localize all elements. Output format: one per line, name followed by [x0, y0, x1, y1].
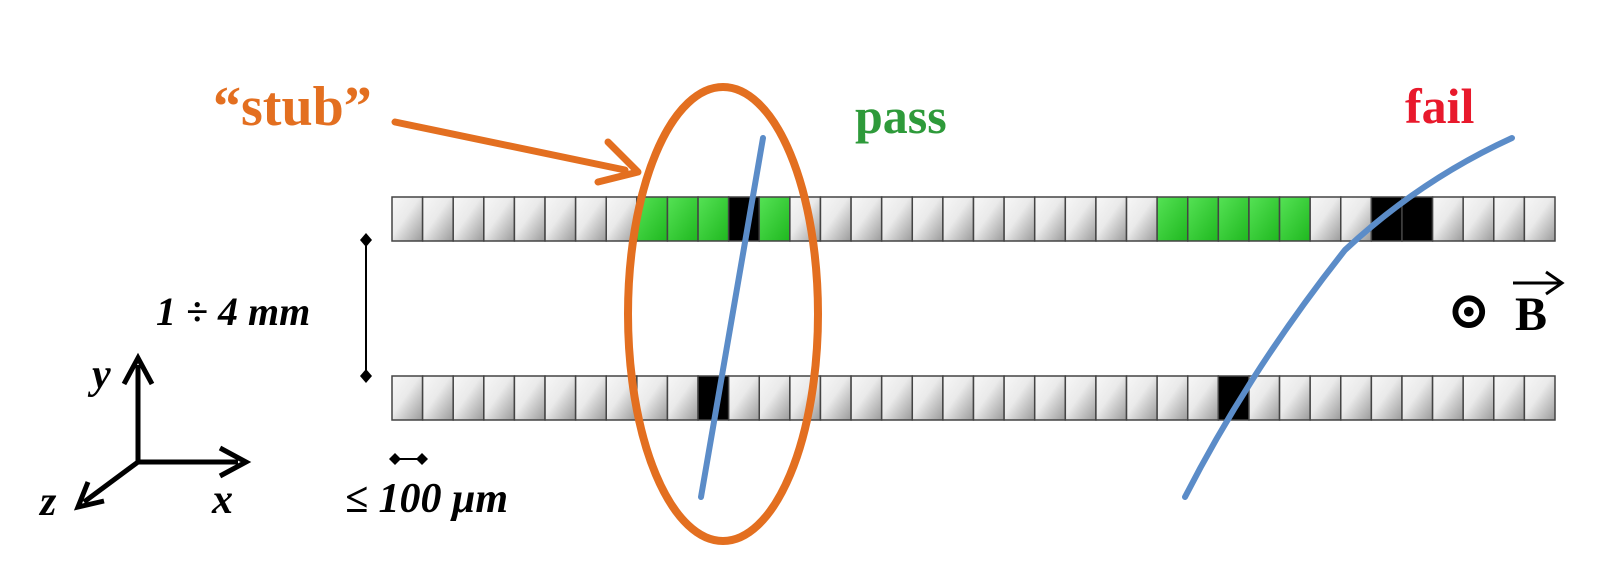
field-vector-arrow-icon — [1513, 270, 1565, 296]
top-layer-strip — [483, 196, 516, 242]
bottom-layer-strip — [1401, 375, 1434, 421]
bottom-layer-strip — [1186, 375, 1220, 421]
bottom-layer-strip — [636, 375, 669, 421]
top-layer-strip — [972, 196, 1005, 242]
top-layer-window-strip — [1248, 196, 1281, 242]
bottom-layer-strip — [758, 375, 791, 421]
bottom-layer-strip — [1523, 375, 1556, 421]
top-layer-strip — [1493, 196, 1526, 242]
axis-x-label: x — [211, 477, 233, 523]
top-layer-window-strip — [697, 196, 730, 242]
bottom-layer-strip — [452, 375, 485, 421]
top-layer-strip — [513, 196, 546, 242]
top-layer-strip — [1095, 196, 1128, 242]
bottom-layer-strip — [1370, 375, 1403, 421]
stub-label: “stub” — [213, 76, 372, 138]
top-layer-strip — [1309, 196, 1342, 242]
top-layer-window-strip — [758, 196, 791, 242]
pass-label: pass — [855, 88, 947, 144]
top-layer-strip — [911, 196, 944, 242]
bottom-layer-strip — [666, 375, 699, 421]
top-layer-strip — [1003, 196, 1036, 242]
bottom-layer-strip — [942, 375, 975, 421]
bottom-layer-strip — [819, 375, 852, 421]
pitch-label: ≤ 100 μm — [345, 476, 508, 522]
bottom-layer-strip — [850, 375, 883, 421]
bottom-layer-strip — [1278, 375, 1311, 421]
bottom-layer-strip — [1033, 375, 1067, 421]
separation-bottom-marker — [360, 369, 372, 383]
axis-z-label: z — [38, 479, 57, 525]
bottom-sensor-layer — [391, 375, 1556, 421]
top-layer-strip — [391, 196, 424, 242]
top-layer-window-strip — [1217, 196, 1250, 242]
bottom-layer-strip — [483, 375, 516, 421]
stub-arrow-head — [594, 138, 642, 186]
axis-y-label: y — [87, 352, 111, 398]
bottom-layer-strip — [911, 375, 944, 421]
top-layer-strip — [942, 196, 975, 242]
bottom-layer-strip — [513, 375, 546, 421]
top-layer-strip — [1125, 196, 1158, 242]
top-layer-window-strip — [666, 196, 699, 242]
top-layer-strip — [850, 196, 883, 242]
top-layer-strip — [819, 196, 852, 242]
top-layer-strip — [1431, 196, 1464, 242]
bottom-layer-strip — [1431, 375, 1464, 421]
field-dot-icon: ⊙ — [1447, 283, 1491, 340]
pass-track — [698, 135, 766, 500]
top-layer-strip — [574, 196, 607, 242]
top-layer-strip — [421, 196, 454, 242]
bottom-layer-strip — [1493, 375, 1526, 421]
field-b-label: B — [1515, 288, 1547, 341]
bottom-layer-strip — [1125, 375, 1158, 421]
bottom-layer-strip — [544, 375, 577, 421]
bottom-layer-strip — [1003, 375, 1036, 421]
stub-ellipse — [624, 83, 822, 545]
bottom-layer-strip — [1340, 375, 1373, 421]
top-layer-strip — [880, 196, 914, 242]
top-layer-strip — [1462, 196, 1495, 242]
bottom-layer-strip — [421, 375, 454, 421]
bottom-layer-strip — [574, 375, 607, 421]
bottom-layer-strip — [1309, 375, 1342, 421]
pitch-left-marker — [389, 453, 401, 465]
top-layer-window-strip — [1278, 196, 1311, 242]
pitch-right-marker — [416, 453, 428, 465]
top-layer-hit-strip — [1401, 196, 1434, 242]
bottom-layer-strip — [1064, 375, 1097, 421]
axes-icon — [73, 352, 252, 511]
bottom-layer-strip — [1095, 375, 1128, 421]
fail-track — [1182, 135, 1515, 500]
bottom-layer-strip — [1462, 375, 1495, 421]
separation-label: 1 ÷ 4 mm — [156, 289, 310, 334]
bottom-layer-strip — [972, 375, 1005, 421]
stub-arrow-shaft — [391, 118, 629, 174]
bottom-layer-strip — [391, 375, 424, 421]
top-layer-strip — [1064, 196, 1097, 242]
top-layer-strip — [452, 196, 485, 242]
top-layer-strip — [1033, 196, 1067, 242]
bottom-layer-strip — [727, 375, 761, 421]
fail-label: fail — [1405, 78, 1475, 134]
separation-top-marker — [360, 233, 372, 247]
bottom-layer-strip — [880, 375, 914, 421]
top-layer-window-strip — [1186, 196, 1220, 242]
top-layer-window-strip — [1156, 196, 1189, 242]
bottom-layer-strip — [1156, 375, 1189, 421]
top-layer-strip — [1523, 196, 1556, 242]
top-layer-strip — [544, 196, 577, 242]
